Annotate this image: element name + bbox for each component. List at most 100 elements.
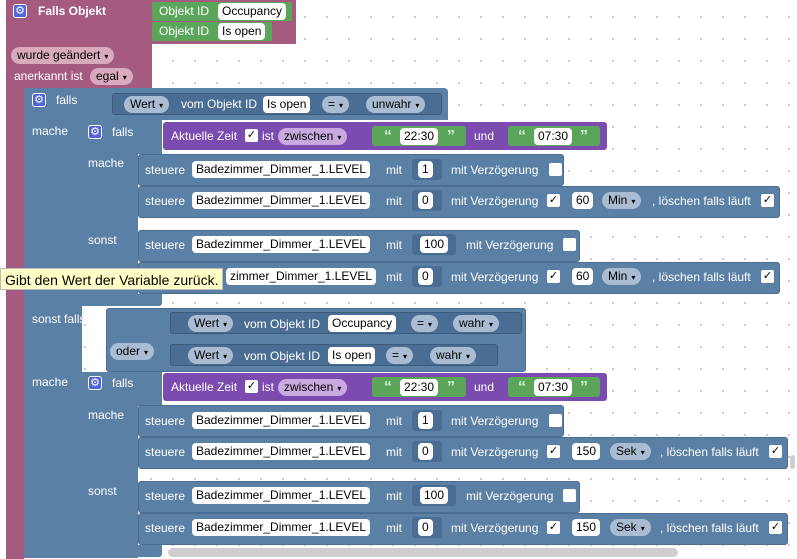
cond1-eq-dropdown[interactable]: =▾ [322, 96, 350, 113]
time-mode-dropdown-1[interactable]: zwischen▾ [278, 128, 348, 145]
time-checkbox-1[interactable]: ✓ [245, 129, 258, 142]
control-value-field[interactable]: 100 [420, 487, 449, 504]
control-value-field[interactable]: 0 [418, 443, 433, 460]
control-value-field[interactable]: 0 [418, 268, 433, 285]
delay-checkbox[interactable]: ✓ [547, 270, 560, 283]
ack-dropdown[interactable]: egal▾ [90, 68, 133, 85]
cond1-object-field[interactable]: Is open [263, 96, 311, 113]
quote-close-icon: ” [580, 128, 588, 145]
control-steuere-label: steuere [145, 445, 186, 459]
object-id-value-2[interactable]: Is open [218, 23, 266, 40]
if-inner-1-bottom [82, 294, 162, 306]
time-checkbox-2[interactable]: ✓ [245, 380, 258, 393]
time-label-2: Aktuelle Zeit [171, 380, 238, 394]
cond3-eq-dropdown[interactable]: =▾ [386, 347, 414, 364]
or-dropdown[interactable]: oder▾ [110, 343, 155, 360]
control-target-field[interactable]: Badezimmer_Dimmer_1.LEVEL [192, 412, 371, 429]
cond2-eq-dropdown[interactable]: =▾ [411, 315, 439, 332]
control-delay-label: mit Verzögerung [451, 163, 539, 177]
chevron-down-icon: ▾ [337, 384, 342, 393]
delay-checkbox[interactable]: ✓ [547, 521, 560, 534]
delay-checkbox[interactable]: ✓ [547, 194, 560, 207]
ack-value: egal [96, 69, 119, 83]
delay-unit-dropdown[interactable]: Min▾ [602, 268, 642, 285]
if-inner-1-gear-icon[interactable]: ⚙ [88, 125, 102, 139]
chevron-down-icon: ▾ [466, 352, 471, 361]
cond2-object-field[interactable]: Occupancy [328, 315, 397, 332]
clear-checkbox[interactable]: ✓ [761, 194, 774, 207]
delay-amount-field[interactable]: 150 [572, 519, 601, 536]
cond3-compare-dropdown[interactable]: wahr▾ [430, 347, 477, 364]
if-inner-2-falls-label: falls [112, 376, 134, 390]
if-outer-mache-label: mache [32, 124, 69, 138]
cond1-value: Wert [130, 97, 156, 111]
delay-amount-field[interactable]: 60 [572, 268, 594, 285]
object-id-value-1[interactable]: Occupancy [218, 3, 287, 20]
control-target-field[interactable]: Badezimmer_Dimmer_1.LEVEL [192, 236, 371, 253]
delay-checkbox[interactable] [563, 489, 576, 502]
chevron-down-icon: ▾ [337, 133, 342, 142]
control-value-field[interactable]: 0 [418, 519, 433, 536]
time-from-field-1[interactable]: 22:30 [400, 128, 439, 145]
cond1-compare-dropdown[interactable]: unwahr▾ [366, 96, 426, 113]
control-target-field[interactable]: Badezimmer_Dimmer_1.LEVEL [192, 192, 371, 209]
control-target-field[interactable]: zimmer_Dimmer_1.LEVEL [226, 268, 377, 285]
cond3-of-label: vom Objekt ID [244, 349, 321, 363]
cond1-value-dropdown[interactable]: Wert▾ [124, 96, 170, 113]
delay-amount-field[interactable]: 150 [572, 443, 601, 460]
delay-unit-dropdown[interactable]: Sek▾ [610, 519, 651, 536]
delay-unit-dropdown[interactable]: Sek▾ [610, 443, 651, 460]
quote-open-icon: “ [384, 128, 392, 145]
else-if-label: sonst falls [32, 312, 86, 326]
vertical-scrollbar[interactable] [790, 455, 795, 469]
time-to-field-2[interactable]: 07:30 [534, 379, 573, 396]
control-value-field[interactable]: 1 [418, 161, 433, 178]
trigger-dropdown[interactable]: wurde geändert▾ [11, 47, 115, 64]
control-target-field[interactable]: Badezimmer_Dimmer_1.LEVEL [192, 519, 371, 536]
control-value-field[interactable]: 0 [418, 192, 433, 209]
control-mit-label: mit [386, 163, 402, 177]
control-delay-label: mit Verzögerung [451, 270, 539, 284]
clear-checkbox[interactable]: ✓ [761, 270, 774, 283]
if-inner-2-gear-icon[interactable]: ⚙ [88, 376, 102, 390]
control-delay-label: mit Verzögerung [451, 445, 539, 459]
control-value-field[interactable]: 100 [420, 236, 449, 253]
event-gear-icon[interactable]: ⚙ [13, 4, 27, 18]
delay-amount-field[interactable]: 60 [572, 192, 594, 209]
time-from-field-2[interactable]: 22:30 [400, 379, 439, 396]
chevron-down-icon: ▾ [428, 320, 433, 329]
cond3-eq: = [392, 348, 400, 362]
object-id-label-2: Objekt ID [159, 24, 210, 38]
control-value-field[interactable]: 1 [418, 412, 433, 429]
horizontal-scrollbar[interactable] [168, 548, 678, 557]
delay-checkbox[interactable] [549, 414, 562, 427]
cond2-compare-dropdown[interactable]: wahr▾ [453, 315, 500, 332]
cond2-value-dropdown[interactable]: Wert▾ [188, 315, 234, 332]
time-mode-dropdown-2[interactable]: zwischen▾ [278, 379, 348, 396]
delay-checkbox[interactable] [563, 238, 576, 251]
if-outer-gear-icon[interactable]: ⚙ [32, 93, 46, 107]
if-inner-2-bottom [82, 545, 162, 557]
delay-unit-dropdown[interactable]: Min▾ [602, 192, 642, 209]
cond3-object-field[interactable]: Is open [328, 347, 376, 364]
chevron-down-icon: ▾ [159, 101, 164, 110]
delay-checkbox[interactable]: ✓ [547, 445, 560, 458]
quote-open-icon: “ [518, 379, 526, 396]
time-to-field-1[interactable]: 07:30 [534, 128, 573, 145]
chevron-down-icon: ▾ [339, 101, 344, 110]
control-target-field[interactable]: Badezimmer_Dimmer_1.LEVEL [192, 161, 371, 178]
clear-checkbox[interactable]: ✓ [769, 521, 782, 534]
time-und-2: und [474, 380, 495, 394]
cond2-eq: = [417, 316, 425, 330]
time-und-1: und [474, 129, 495, 143]
cond3-value-dropdown[interactable]: Wert▾ [188, 347, 234, 364]
control-target-field[interactable]: Badezimmer_Dimmer_1.LEVEL [192, 443, 371, 460]
delay-checkbox[interactable] [549, 163, 562, 176]
clear-label: , löschen falls läuft [652, 194, 751, 208]
control-mit-label: mit [386, 194, 402, 208]
clear-checkbox[interactable]: ✓ [769, 445, 782, 458]
trigger-value: wurde geändert [17, 48, 101, 62]
chevron-down-icon: ▾ [631, 197, 636, 206]
chevron-down-icon: ▾ [122, 73, 127, 82]
control-target-field[interactable]: Badezimmer_Dimmer_1.LEVEL [192, 487, 371, 504]
